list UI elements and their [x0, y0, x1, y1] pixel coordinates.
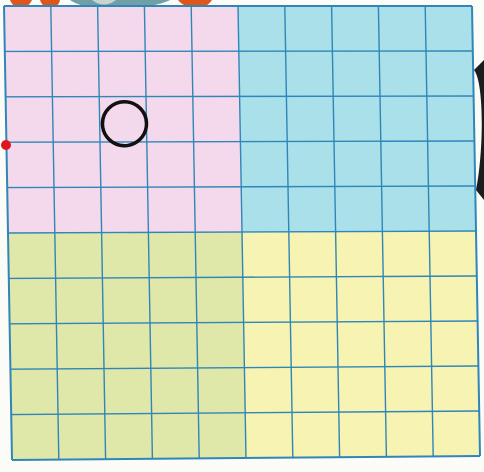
grid-row-line — [6, 96, 474, 97]
red-dot-marker — [1, 140, 11, 150]
quadrant-bottom-right — [242, 231, 480, 458]
quadrant-top-left — [4, 6, 242, 233]
quadrant-bottom-left — [8, 232, 246, 460]
quadrant-top-right — [238, 6, 476, 232]
